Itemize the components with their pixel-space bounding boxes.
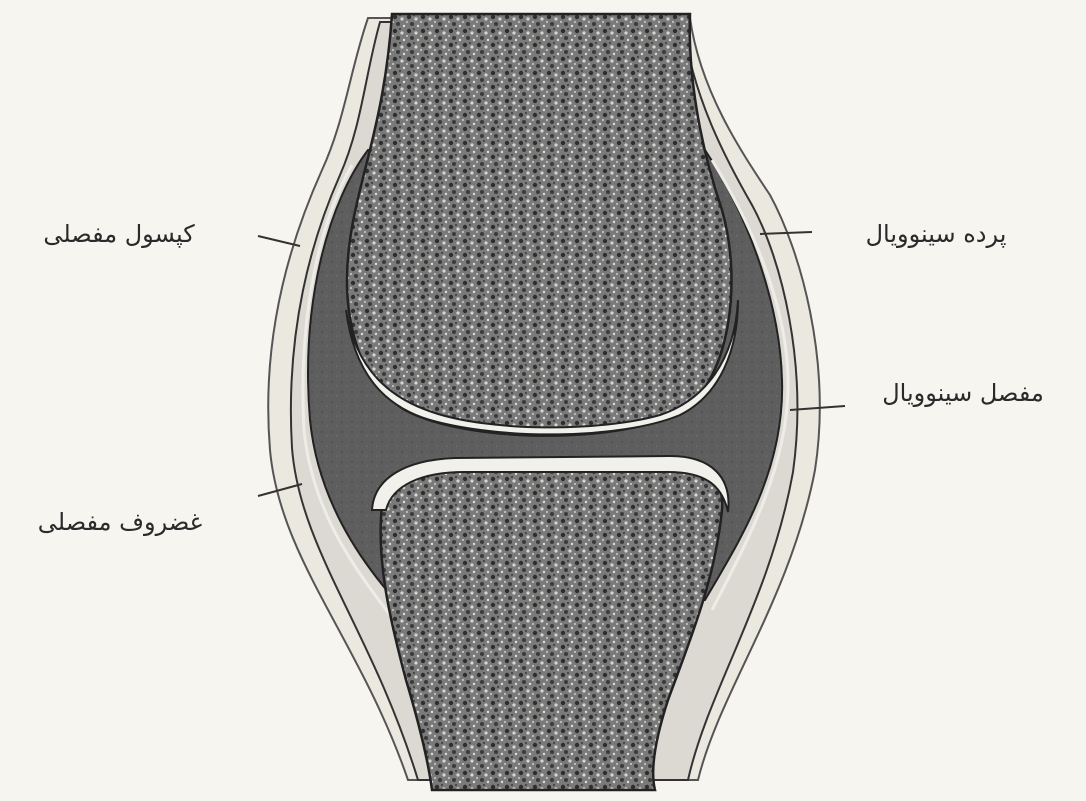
- upper-bone: [347, 14, 731, 436]
- label-articular-capsule: کپسول مفصلی: [12, 222, 226, 246]
- label-synovial-joint: مفصل سینوویال: [845, 381, 1081, 405]
- label-synovial-membrane: پرده سینوویال: [828, 222, 1044, 246]
- label-articular-cartilage: غضروف مفصلی: [6, 510, 234, 534]
